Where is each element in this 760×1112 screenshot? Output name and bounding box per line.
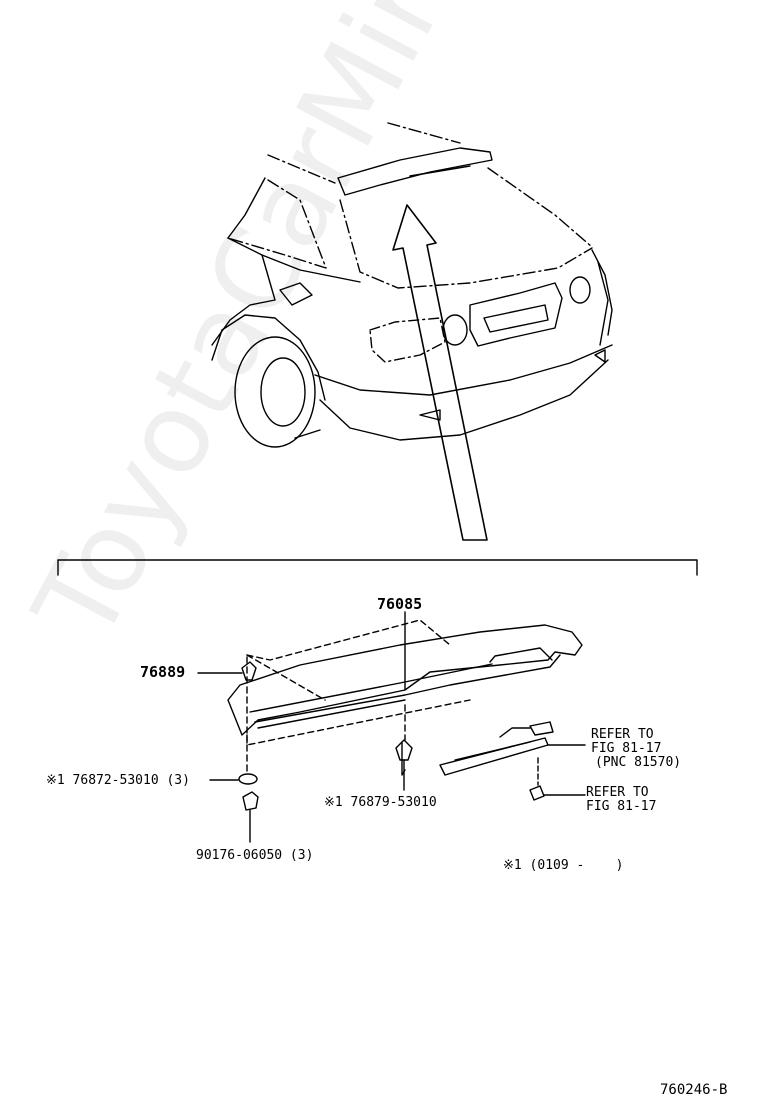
location-arrow xyxy=(392,204,488,541)
vehicle-rear-illustration xyxy=(211,122,613,448)
label-grommet-76879: ※1 76879-53010 xyxy=(324,795,437,810)
label-nut-90176: 90176-06050 (3) xyxy=(196,848,314,863)
refer-lamp-line1: REFER TO xyxy=(591,727,654,742)
stop-lamp-part xyxy=(439,721,586,776)
screw-part xyxy=(529,757,586,801)
label-spoiler-76085: 76085 xyxy=(377,595,423,613)
clip-part xyxy=(197,661,257,681)
washer-part xyxy=(209,773,258,785)
figure-code: 760246-B xyxy=(660,1082,728,1098)
refer-screw-line2: FIG 81-17 xyxy=(586,799,657,814)
refer-screw-line1: REFER TO xyxy=(586,785,649,800)
refer-lamp-line3: (PNC 81570) xyxy=(595,755,682,770)
label-washer-76872: ※1 76872-53010 (3) xyxy=(46,773,190,788)
date-note: ※1 (0109 - ) xyxy=(503,858,624,873)
group-bracket xyxy=(57,559,698,576)
spoiler-assembly xyxy=(227,611,583,776)
grommet-part xyxy=(395,739,413,791)
refer-lamp-line2: FIG 81-17 xyxy=(591,741,662,756)
nut-part xyxy=(242,791,259,843)
label-clip-76889: 76889 xyxy=(140,663,186,681)
